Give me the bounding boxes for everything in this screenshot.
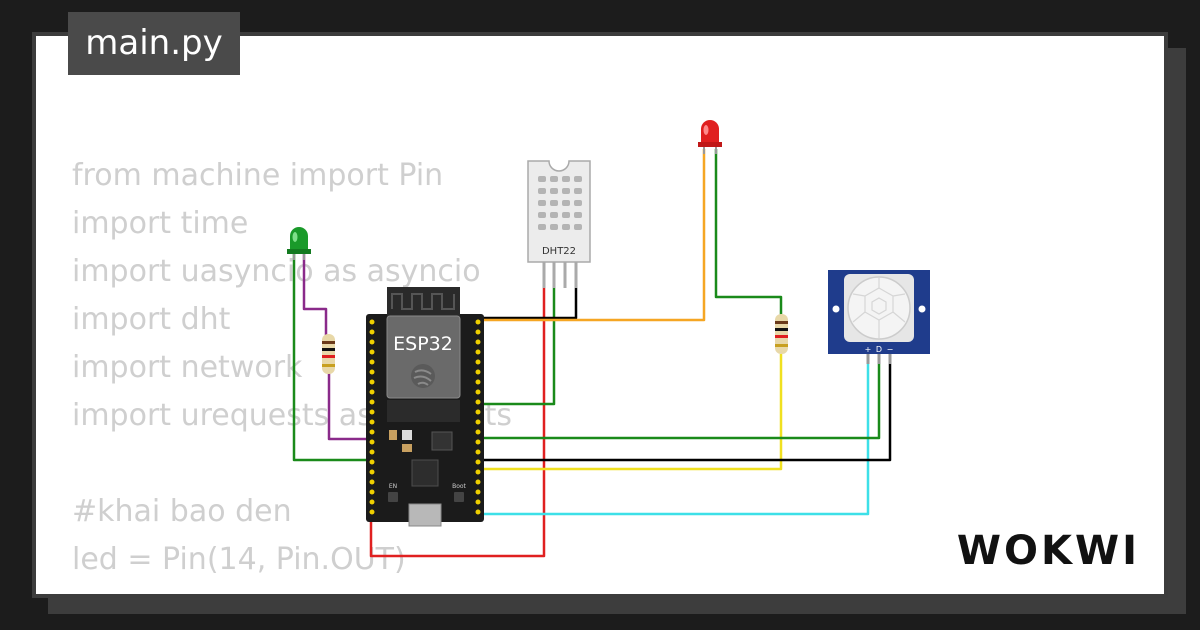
usb-connector xyxy=(408,503,442,527)
wire-green-resistor xyxy=(327,372,372,441)
wire-pir-gnd xyxy=(474,354,892,462)
file-tab[interactable]: main.py xyxy=(68,12,240,75)
code-preview: from machine import Pin import time impo… xyxy=(72,152,512,584)
wire-pir-data xyxy=(474,354,881,440)
code-line: import uasyncio as asyncio xyxy=(72,254,481,289)
wire-red-led-anode xyxy=(474,149,706,322)
pir-pin-gnd-label: − xyxy=(887,345,894,354)
en-button-label: EN xyxy=(389,483,397,490)
boot-button-label: Boot xyxy=(452,483,466,490)
code-line: #khai bao den xyxy=(72,494,292,529)
wokwi-logo: WOKWI xyxy=(956,528,1140,574)
fresnel-lens-icon xyxy=(847,276,911,340)
code-line: import time xyxy=(72,206,249,241)
pir-sensor[interactable]: + D − xyxy=(828,270,930,364)
dht22-sensor[interactable]: DHT22 xyxy=(527,160,591,288)
wire-resistor-to-board xyxy=(474,354,783,471)
pin-header-right xyxy=(475,319,481,515)
code-line: from machine import Pin xyxy=(72,158,444,193)
wire-green-led-anode xyxy=(302,254,328,336)
code-line: import network xyxy=(72,350,303,385)
wire-pir-vcc xyxy=(371,354,870,516)
pir-pin-vcc-label: + xyxy=(865,345,872,354)
code-line: import dht xyxy=(72,302,231,337)
circuit-diagram: ESP32 xyxy=(287,120,930,558)
dht22-label: DHT22 xyxy=(542,246,576,257)
pir-pin-data-label: D xyxy=(876,345,882,354)
wire-dht-gnd xyxy=(474,286,578,320)
code-line: led = Pin(14, Pin.OUT) xyxy=(72,542,406,577)
esp32-board[interactable]: ESP32 xyxy=(366,287,484,527)
green-led[interactable] xyxy=(287,227,311,260)
wires xyxy=(292,149,892,558)
pin-header-left xyxy=(369,319,375,515)
project-preview-card[interactable]: from machine import Pin import time impo… xyxy=(32,32,1168,598)
sensor-grille xyxy=(538,176,582,230)
wire-green-led-cathode xyxy=(292,254,372,462)
espressif-logo-icon xyxy=(411,364,435,388)
wire-dht-vcc xyxy=(369,286,546,558)
esp32-label: ESP32 xyxy=(393,333,453,355)
wire-dht-data xyxy=(474,286,556,406)
wire-red-led-cathode xyxy=(714,149,783,316)
resistor-green-led[interactable] xyxy=(322,334,335,374)
red-led[interactable] xyxy=(698,120,722,154)
resistor-red-led[interactable] xyxy=(775,314,788,354)
